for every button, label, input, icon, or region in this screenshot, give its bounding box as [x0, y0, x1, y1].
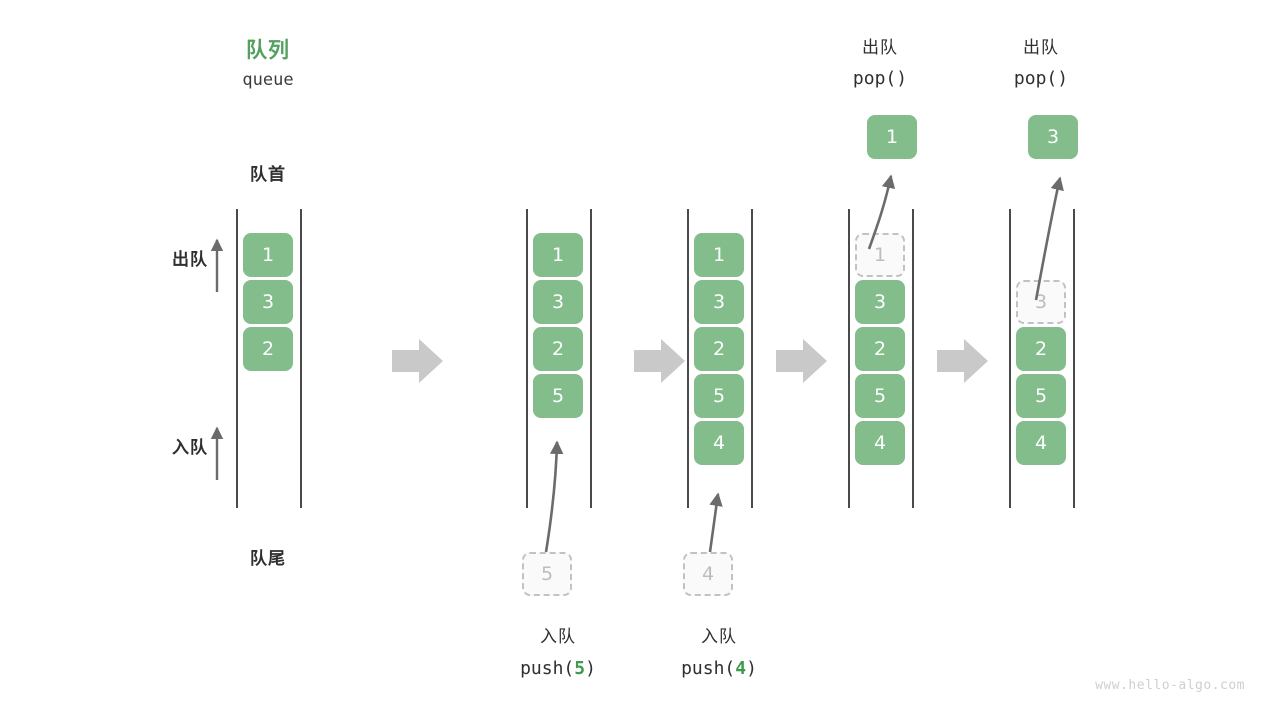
push-operation-label: 入队 [540, 627, 576, 647]
queue-cell: 4 [1016, 421, 1066, 465]
queue-cell-empty [533, 421, 583, 465]
queue-container-rail [1009, 209, 1011, 508]
push-operation-code: push(4) [681, 658, 757, 679]
queue-cell-empty [1016, 233, 1066, 277]
push-operation-code: push(5) [520, 658, 596, 679]
push-4-motion-arrow [708, 492, 723, 553]
site-watermark: www.hello-algo.com [1095, 678, 1245, 693]
step-arrow-4 [937, 339, 988, 383]
queue-container-rail [236, 209, 238, 508]
queue-cell: 4 [694, 421, 744, 465]
pop-operation-code: pop() [852, 68, 908, 89]
queue-cell-ghost: 1 [855, 233, 905, 277]
queue-cell: 2 [533, 327, 583, 371]
queue-container-rail [751, 209, 753, 508]
queue-cell: 1 [694, 233, 744, 277]
step-arrow-3 [776, 339, 827, 383]
queue-cell: 3 [694, 280, 744, 324]
pop-operation-label: 出队 [862, 38, 898, 58]
queue-title-en: queue [242, 70, 294, 90]
pop-operation-code: pop() [1013, 68, 1069, 89]
dequeue-direction-label: 出队 [172, 250, 208, 270]
queue-cell: 2 [1016, 327, 1066, 371]
queue-container-rail [848, 209, 850, 508]
queue-cell: 2 [694, 327, 744, 371]
queue-cell-empty [243, 421, 293, 465]
queue-cell: 5 [1016, 374, 1066, 418]
enqueue-direction-label: 入队 [172, 438, 208, 458]
queue-cell: 3 [243, 280, 293, 324]
queue-cell: 3 [533, 280, 583, 324]
popped-element: 1 [867, 115, 917, 159]
queue-container-rail [1073, 209, 1075, 508]
queue-cell: 2 [243, 327, 293, 371]
queue-cell: 3 [855, 280, 905, 324]
popped-element: 3 [1028, 115, 1078, 159]
queue-container-rail [526, 209, 528, 508]
queue-container-rail [912, 209, 914, 508]
queue-cell: 5 [533, 374, 583, 418]
queue-title-cn: 队列 [246, 38, 290, 62]
queue-container-rail [590, 209, 592, 508]
queue-container-rail [687, 209, 689, 508]
queue-cell-empty [243, 374, 293, 418]
queue-cell: 5 [694, 374, 744, 418]
pop-operation-label: 出队 [1023, 38, 1059, 58]
queue-rear-label: 队尾 [250, 549, 286, 569]
step-arrow-2 [634, 339, 685, 383]
push-operation-label: 入队 [701, 627, 737, 647]
queue-cell: 1 [533, 233, 583, 277]
queue-front-label: 队首 [250, 165, 286, 185]
pending-push-element: 5 [522, 552, 572, 596]
queue-cell: 2 [855, 327, 905, 371]
queue-cell: 1 [243, 233, 293, 277]
pending-push-element: 4 [683, 552, 733, 596]
queue-container-rail [300, 209, 302, 508]
queue-cell: 4 [855, 421, 905, 465]
queue-cell: 5 [855, 374, 905, 418]
queue-cell-ghost: 3 [1016, 280, 1066, 324]
step-arrow-1 [392, 339, 443, 383]
